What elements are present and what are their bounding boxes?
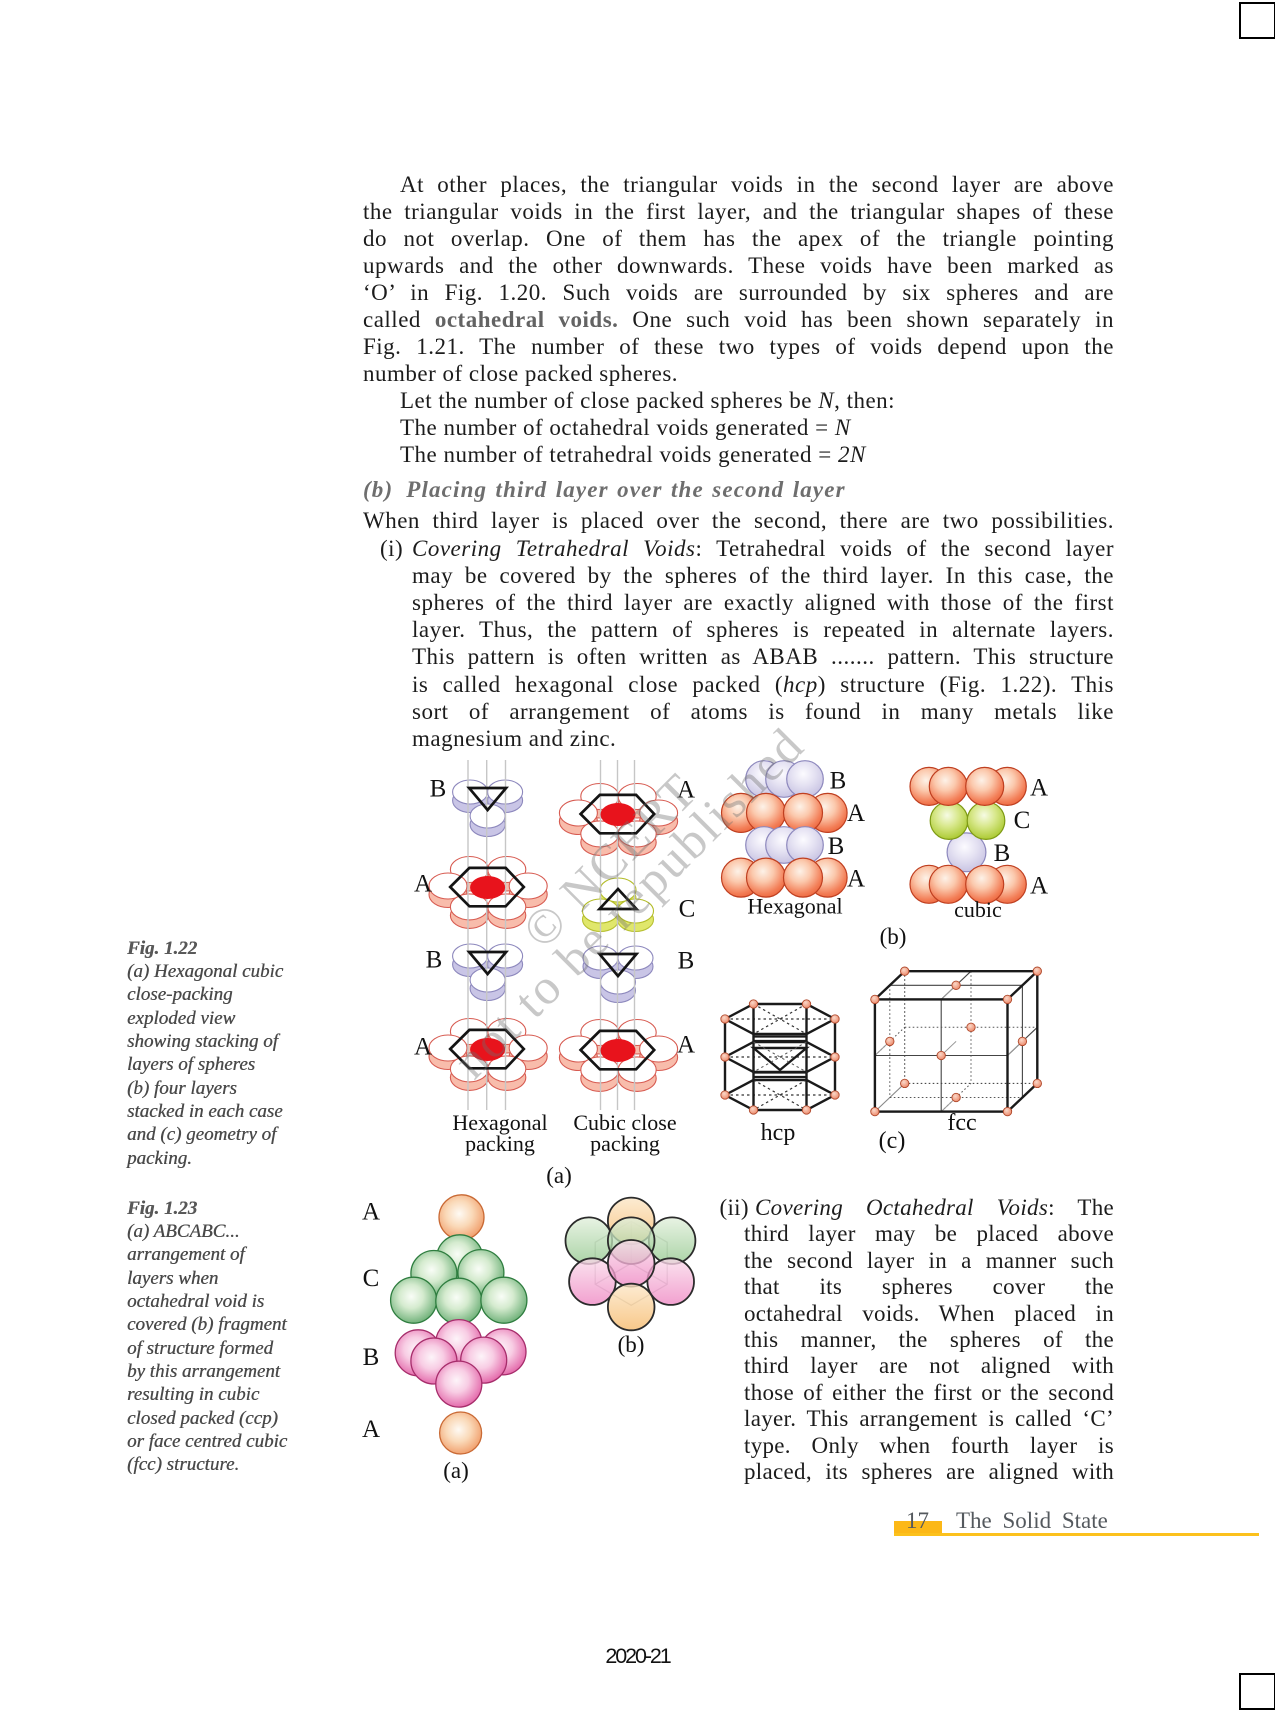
svg-text:cubic: cubic [954, 897, 1002, 922]
svg-text:(c): (c) [879, 1128, 906, 1154]
svg-text:A: A [1030, 872, 1048, 899]
svg-text:A: A [1030, 774, 1048, 801]
svg-text:B: B [678, 948, 695, 975]
svg-text:A: A [414, 1034, 432, 1061]
svg-text:C: C [1014, 807, 1031, 834]
svg-text:A: A [362, 1199, 380, 1226]
svg-text:Hexagonal: Hexagonal [747, 894, 842, 919]
svg-text:A: A [677, 1032, 695, 1059]
svg-text:A: A [677, 777, 695, 804]
svg-text:(b): (b) [880, 924, 907, 949]
svg-text:B: B [828, 833, 845, 860]
svg-text:A: A [362, 1416, 380, 1443]
svg-text:(b): (b) [618, 1332, 645, 1357]
svg-text:(a): (a) [443, 1458, 469, 1483]
svg-text:C: C [363, 1265, 380, 1292]
svg-text:packing: packing [465, 1131, 535, 1156]
svg-text:B: B [994, 840, 1011, 867]
svg-text:fcc: fcc [947, 1110, 976, 1136]
svg-text:Cubic close: Cubic close [573, 1110, 676, 1135]
svg-text:B: B [363, 1344, 380, 1371]
svg-text:A: A [847, 866, 865, 893]
svg-text:A: A [414, 871, 432, 898]
svg-text:Hexagonal: Hexagonal [452, 1110, 547, 1135]
svg-text:(a): (a) [546, 1163, 572, 1188]
svg-text:hcp: hcp [761, 1120, 796, 1146]
svg-text:A: A [847, 800, 865, 827]
svg-text:B: B [830, 768, 847, 795]
svg-text:B: B [426, 947, 443, 974]
svg-text:B: B [430, 776, 447, 803]
svg-text:packing: packing [590, 1131, 660, 1156]
svg-text:C: C [679, 896, 696, 923]
